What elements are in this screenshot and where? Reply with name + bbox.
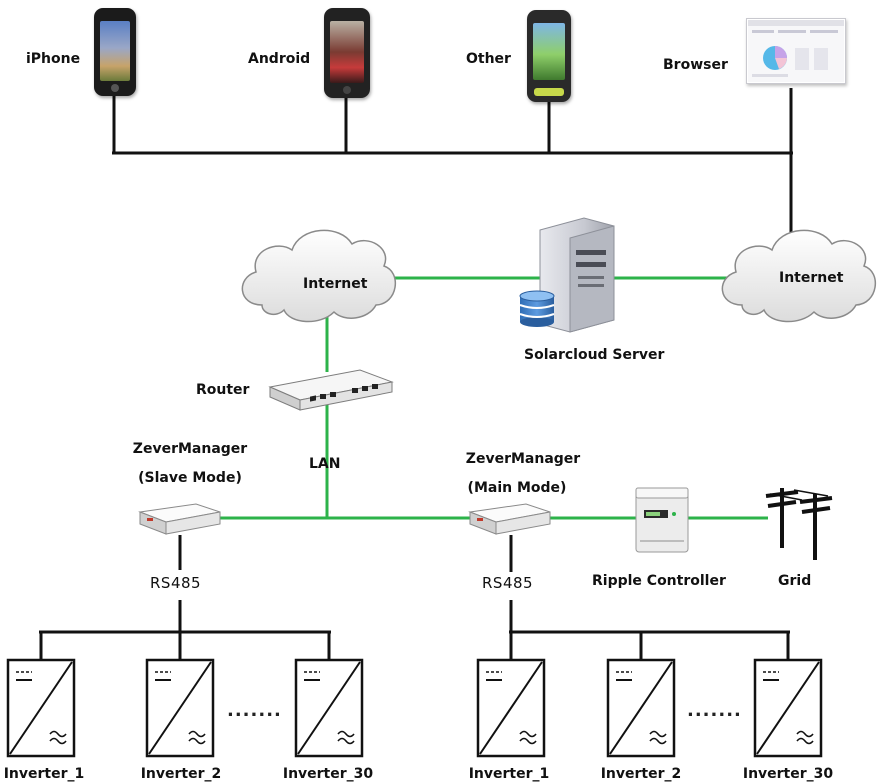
other-label: Other [466,51,511,67]
main-manager-title: ZeverManager [465,451,581,467]
other-phone-device [527,10,571,102]
grid-wires [769,489,829,501]
inverter-ellipsis-left: ....... [227,700,282,721]
server-tower [539,217,615,333]
android-device [324,8,370,98]
inverter-right-2-device [606,658,676,758]
inverter-left-30-label: Inverter_30 [282,766,374,782]
android-label: Android [248,51,311,67]
inverter-group [6,658,823,758]
inverter-left-1-device [6,658,76,758]
ripple-controller-label: Ripple Controller [592,573,726,589]
inverter-right-30-label: Inverter_30 [742,766,834,782]
main-manager-mode: (Main Mode) [467,480,567,496]
green-links [218,276,768,520]
iphone-label: iPhone [26,51,81,67]
browser-label: Browser [663,57,728,73]
rs485-right-label: RS485 [482,574,534,592]
inverter-left-1-label: Inverter_1 [3,766,85,782]
rs485-wires [39,535,790,660]
slave-manager-title: ZeverManager [132,441,248,457]
browser-device [746,18,846,84]
router-label: Router [196,382,250,398]
inverter-right-2-label: Inverter_2 [600,766,682,782]
inverter-left-2-label: Inverter_2 [140,766,222,782]
grid-label: Grid [778,573,812,589]
ripple-controller-device [635,487,689,553]
cloud-left [241,229,397,323]
database-icon [519,290,555,327]
inverter-left-30-device [294,658,364,758]
zevermanager-main-device [468,503,551,535]
router-device [268,369,394,411]
iphone-device [94,8,136,96]
client-wires [112,88,793,236]
inverter-right-30-device [753,658,823,758]
internet-right-label: Internet [779,270,844,286]
rs485-left-label: RS485 [150,574,202,592]
slave-manager-mode: (Slave Mode) [138,470,242,486]
inverter-left-2-device [145,658,215,758]
browser-screen-content [748,20,844,82]
inverter-ellipsis-right: ....... [687,700,742,721]
grid-pylon-icon [765,488,833,560]
zevermanager-slave-device [138,503,221,535]
inverter-right-1-label: Inverter_1 [468,766,550,782]
lan-label: LAN [309,456,341,472]
internet-left-label: Internet [303,276,368,292]
cloud-right [721,229,877,323]
inverter-right-1-device [476,658,546,758]
server-label: Solarcloud Server [524,347,665,363]
